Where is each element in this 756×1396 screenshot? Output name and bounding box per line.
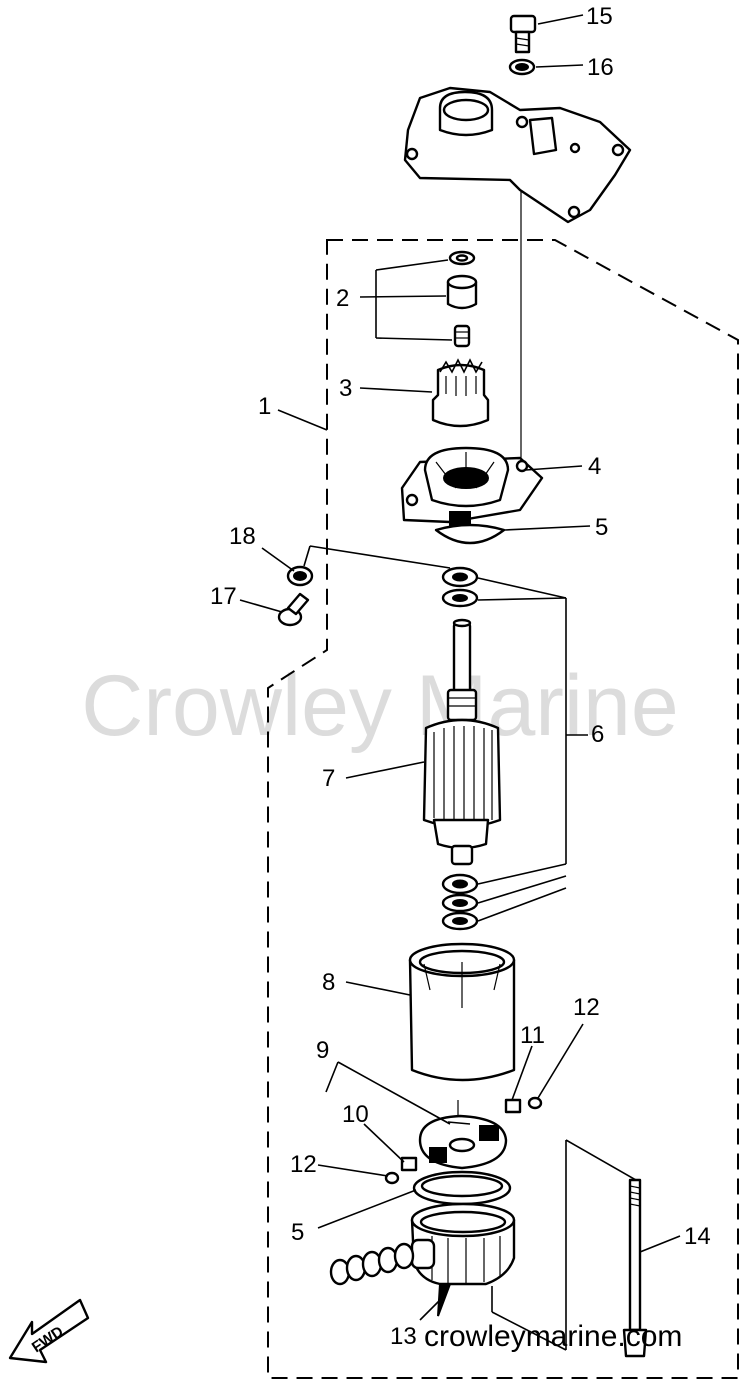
- brush-holder-part-9: [418, 1114, 508, 1170]
- part-6-leader-bracket: [477, 577, 588, 922]
- callout-12-upper: 12: [573, 994, 600, 1021]
- nut-part-18: [286, 545, 451, 587]
- website-text: crowleymarine.com: [424, 1320, 682, 1353]
- assembly-boundary: [267, 239, 739, 1379]
- washer-set-part-6-upper: [441, 566, 479, 608]
- callout-7: 7: [322, 765, 335, 792]
- through-bolt-part-14: [491, 1139, 648, 1358]
- spring-part-12-upper: [527, 1096, 543, 1110]
- callout-6: 6: [591, 721, 604, 748]
- callout-9: 9: [316, 1037, 329, 1064]
- callout-5-lower: 5: [291, 1219, 304, 1246]
- callout-18: 18: [229, 523, 256, 550]
- callout-1: 1: [258, 393, 271, 420]
- callout-15: 15: [586, 3, 613, 30]
- callout-8: 8: [322, 969, 335, 996]
- yoke-part-8: [408, 942, 516, 1082]
- callout-11: 11: [520, 1022, 545, 1049]
- callout-10: 10: [342, 1101, 369, 1128]
- callout-14: 14: [684, 1223, 711, 1250]
- armature-part-7: [422, 618, 502, 866]
- washer-set-part-6-lower: [441, 873, 479, 931]
- gasket-part-5-lower: [412, 1170, 512, 1206]
- front-housing-part-4: [400, 446, 544, 527]
- callout-4: 4: [588, 453, 601, 480]
- callout-16: 16: [587, 54, 614, 81]
- bushing-set-part-2: [359, 250, 478, 348]
- callout-17: 17: [210, 583, 237, 610]
- gasket-part-5-upper: [434, 523, 506, 545]
- callout-13: 13: [390, 1323, 417, 1350]
- forward-direction-arrow: FWD: [8, 1298, 90, 1364]
- rear-cover-part-13: [410, 1202, 516, 1317]
- top-cover-bracket: [403, 86, 632, 224]
- callout-leaders: [239, 14, 681, 1321]
- pinion-drive-part-3: [431, 358, 490, 428]
- brush-part-11: [504, 1098, 522, 1114]
- nut-stack: [329, 1242, 415, 1286]
- callout-3: 3: [339, 375, 352, 402]
- callout-12-lower: 12: [290, 1151, 317, 1178]
- watermark-text: Crowley Marine: [81, 658, 678, 754]
- callout-labels: 15 16 2 3 1 4 5 18 17 6 7 8 12 11 9 10 1…: [210, 3, 711, 1350]
- callout-5-upper: 5: [595, 514, 608, 541]
- bolt-part-15: [509, 14, 537, 54]
- callout-2: 2: [336, 285, 349, 312]
- spring-part-12-lower: [384, 1171, 400, 1185]
- washer-part-16: [508, 58, 536, 76]
- bolt-part-17: [277, 592, 310, 627]
- brush-part-10: [400, 1156, 418, 1172]
